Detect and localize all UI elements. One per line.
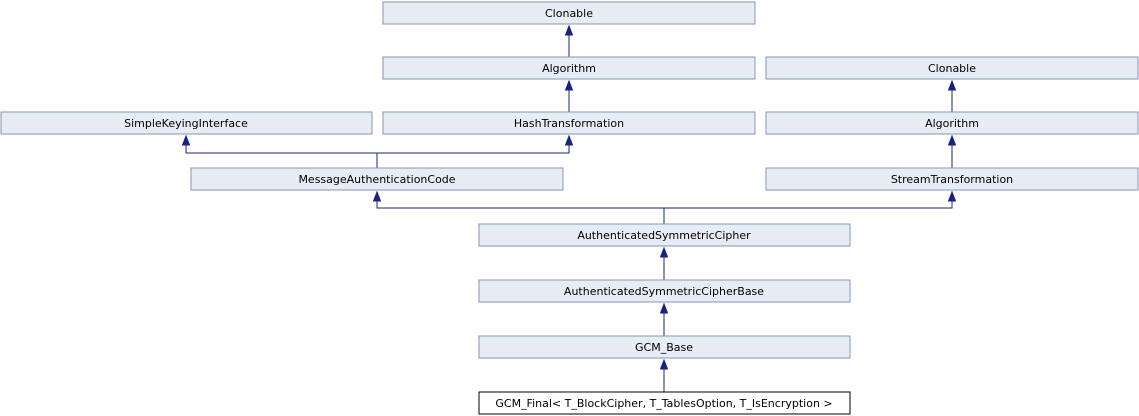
class-label: GCM_Final< T_BlockCipher, T_TablesOption… — [495, 397, 832, 410]
edge-mac-to-hashtransformation — [377, 134, 574, 154]
edge-mac-to-simplekeyinginterface — [181, 134, 378, 168]
class-node-gcm-base[interactable]: GCM_Base — [478, 335, 851, 359]
class-node-gcm-final: GCM_Final< T_BlockCipher, T_TablesOption… — [478, 391, 851, 415]
edge-hashtransformation-to-algorithm1 — [564, 79, 574, 112]
class-label: StreamTransformation — [891, 173, 1013, 186]
class-label: MessageAuthenticationCode — [298, 173, 455, 186]
edge-ascbase-to-asc — [659, 246, 669, 280]
class-label: AuthenticatedSymmetricCipher — [577, 229, 751, 242]
class-node-authenticatedsymmetriccipher[interactable]: AuthenticatedSymmetricCipher — [478, 223, 851, 247]
class-label: AuthenticatedSymmetricCipherBase — [564, 285, 764, 298]
class-label: Algorithm — [542, 62, 596, 75]
class-node-clonable-right[interactable]: Clonable — [765, 56, 1139, 80]
edge-gcmfinal-to-gcmbase — [659, 358, 669, 392]
class-label: SimpleKeyingInterface — [124, 117, 248, 130]
class-label: Algorithm — [925, 117, 979, 130]
class-label: Clonable — [928, 62, 976, 75]
class-label: Clonable — [545, 7, 593, 20]
class-node-clonable-top[interactable]: Clonable — [382, 1, 756, 25]
edge-streamtransformation-to-algorithm2 — [947, 134, 957, 168]
class-node-algorithm-left[interactable]: Algorithm — [382, 56, 756, 80]
class-node-messageauthenticationcode[interactable]: MessageAuthenticationCode — [190, 167, 564, 191]
class-node-algorithm-right[interactable]: Algorithm — [765, 111, 1139, 135]
class-node-authenticatedsymmetriccipherbase[interactable]: AuthenticatedSymmetricCipherBase — [478, 279, 851, 303]
class-node-hashtransformation[interactable]: HashTransformation — [382, 111, 756, 135]
class-label: HashTransformation — [514, 117, 624, 130]
edge-algorithm1-to-clonable1 — [564, 24, 574, 57]
edge-asc-to-streamtransformation — [664, 190, 957, 209]
edge-gcmbase-to-ascbase — [659, 302, 669, 336]
class-node-simplekeyinginterface[interactable]: SimpleKeyingInterface — [0, 111, 373, 135]
edge-asc-to-mac — [372, 190, 665, 224]
edge-algorithm2-to-clonable2 — [947, 79, 957, 112]
class-node-streamtransformation[interactable]: StreamTransformation — [765, 167, 1139, 191]
class-label: GCM_Base — [635, 341, 693, 354]
